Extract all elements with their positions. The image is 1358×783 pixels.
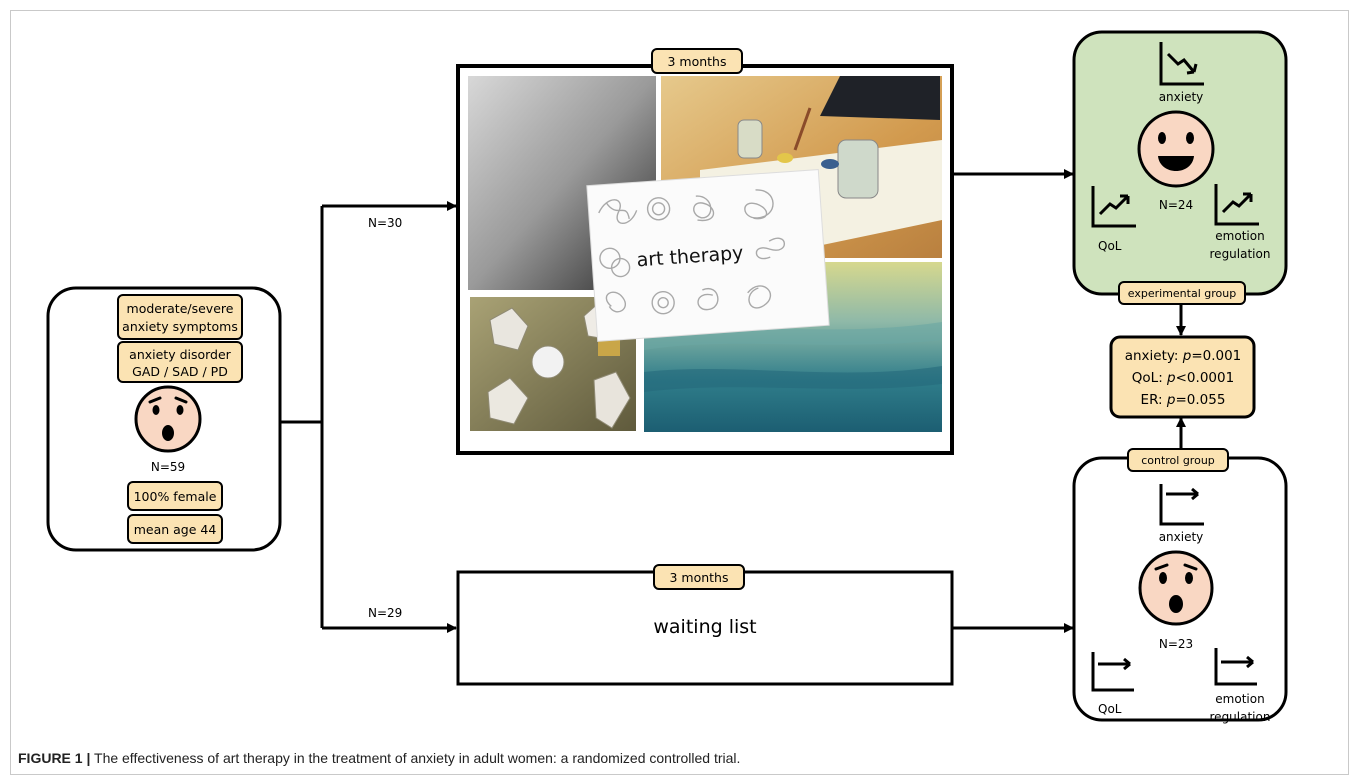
control-qol-label: QoL [1098,702,1122,716]
art-therapy-box: art therapy 3 months [456,48,954,455]
waiting-list-duration-tag: 3 months [653,564,745,590]
art-therapy-duration: 3 months [667,54,726,69]
control-anxiety-label: anxiety [1159,530,1204,544]
anxiety-down-chart-icon [1159,42,1204,86]
waiting-list-n-label: N=29 [368,606,402,620]
experimental-group-label: experimental group [1128,287,1236,300]
experimental-count: N=24 [1159,198,1193,212]
caption-prefix: FIGURE 1 | [18,750,91,766]
result-qol: QoL: p<0.0001 [1132,370,1234,386]
results-box: anxiety: p=0.001 QoL: p<0.0001 ER: p=0.0… [1109,335,1256,419]
result-anxiety: anxiety: p=0.001 [1125,348,1242,364]
qol-up-chart-icon [1091,186,1136,228]
control-group-box: control group anxiety N=23 QoL [1072,448,1288,724]
participants-count: N=59 [151,460,185,474]
figure-frame [10,10,1349,775]
experimental-regulation-label: regulation [1210,247,1271,261]
randomization-connectors [280,201,457,633]
control-emotion-label: emotion [1215,692,1264,706]
waiting-list-box: 3 months waiting list [456,564,954,686]
anxious-face-icon [134,385,202,453]
female-tag-label: 100% female [134,489,217,504]
emotion-regulation-flat-chart-icon [1214,648,1257,686]
control-regulation-label: regulation [1210,710,1271,724]
disorder-tag-line1: anxiety disorder [129,347,232,362]
age-tag-label: mean age 44 [134,522,217,537]
waiting-list-duration: 3 months [669,570,728,585]
anxiety-flat-chart-icon [1159,484,1204,526]
happy-face-icon [1137,110,1215,188]
experimental-qol-label: QoL [1098,239,1122,253]
disorder-tag-line2: GAD / SAD / PD [132,364,228,379]
anxious-face-icon-control [1138,550,1214,626]
art-therapy-n-label: N=30 [368,216,402,230]
experimental-emotion-label: emotion [1215,229,1264,243]
qol-flat-chart-icon [1091,652,1134,692]
art-therapy-duration-tag: 3 months [651,48,743,74]
control-count: N=23 [1159,637,1193,651]
knot-card: art therapy [586,169,830,342]
control-group-label: control group [1141,454,1215,467]
experimental-anxiety-label: anxiety [1159,90,1204,104]
emotion-regulation-up-chart-icon [1214,184,1259,226]
symptom-tag-line1: moderate/severe [127,301,234,316]
waiting-list-label: waiting list [653,616,756,638]
participants-box: moderate/severe anxiety symptoms anxiety… [46,286,282,552]
result-er: ER: p=0.055 [1141,392,1226,408]
control-group-tag: control group [1127,448,1229,472]
female-tag: 100% female [127,481,223,511]
experimental-group-box: anxiety N=24 QoL emotion regulation expe… [1072,30,1288,305]
figure-caption: FIGURE 1 | The effectiveness of art ther… [18,750,740,766]
disorder-tag: anxiety disorder GAD / SAD / PD [117,341,243,383]
age-tag: mean age 44 [127,514,223,544]
experimental-group-tag: experimental group [1118,281,1246,305]
symptom-tag: moderate/severe anxiety symptoms [117,294,243,340]
symptom-tag-line2: anxiety symptoms [122,319,238,334]
caption-text: The effectiveness of art therapy in the … [90,750,741,766]
